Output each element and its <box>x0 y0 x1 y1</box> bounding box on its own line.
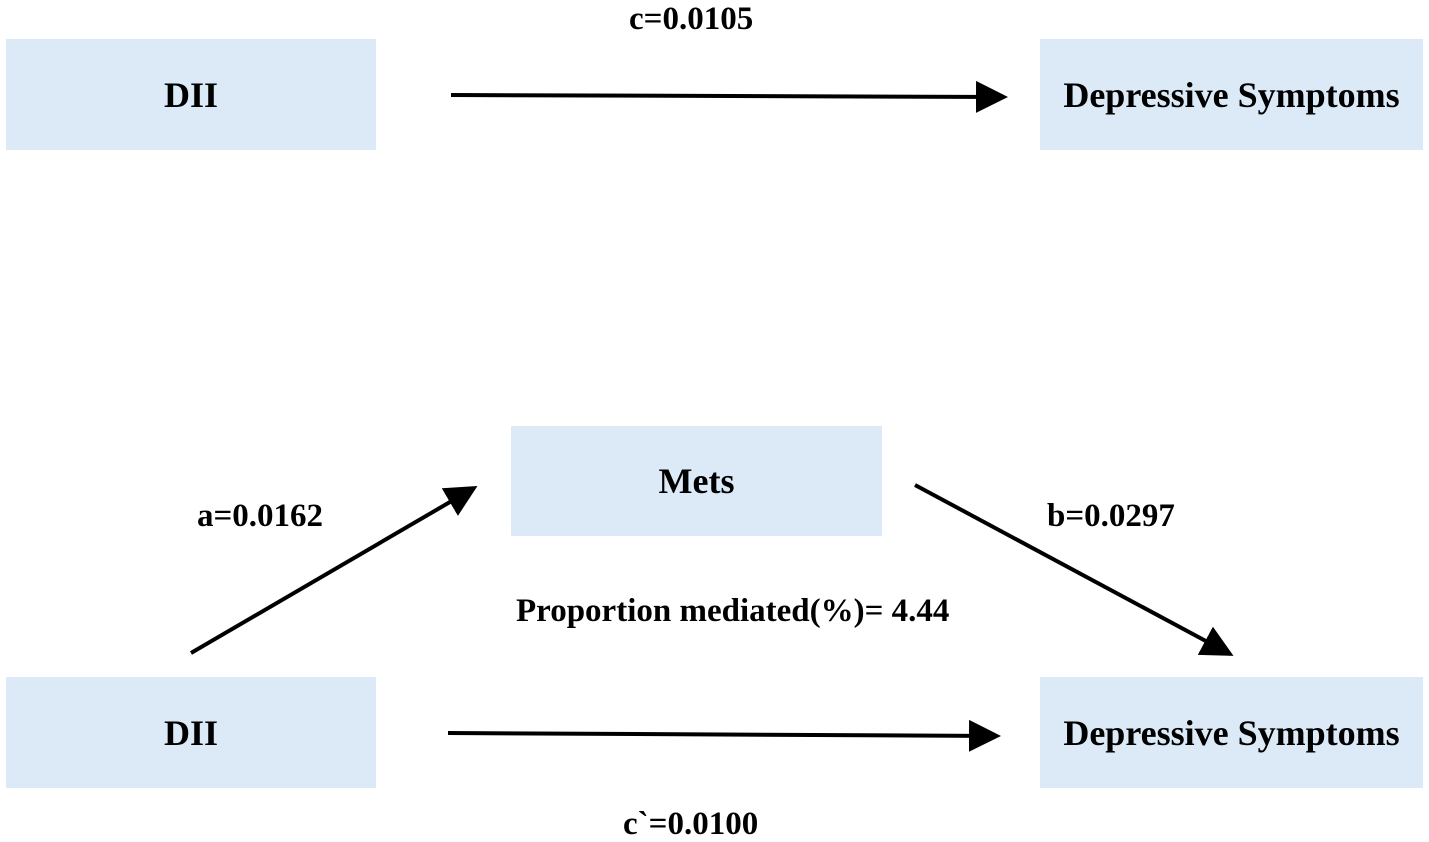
bottom-arrow-c-prime <box>447 719 1001 752</box>
proportion-mediated-label: Proportion mediated(%)= 4.44 <box>516 593 950 629</box>
top-depressive-symptoms-box: Depressive Symptoms <box>1040 39 1423 150</box>
top-arrow-c <box>450 80 1008 113</box>
arrow-a <box>189 485 478 655</box>
bottom-depressive-symptoms-box: Depressive Symptoms <box>1040 677 1423 788</box>
mets-box: Mets <box>511 426 882 536</box>
top-dii-box: DII <box>6 39 376 150</box>
path-b-label: b=0.0297 <box>1047 498 1175 534</box>
top-path-c-label: c=0.0105 <box>629 1 754 37</box>
direct-path-c-prime-label: c`=0.0100 <box>623 806 759 842</box>
path-a-label: a=0.0162 <box>197 498 324 534</box>
bottom-dii-box: DII <box>6 677 376 788</box>
arrow-b <box>914 483 1234 656</box>
